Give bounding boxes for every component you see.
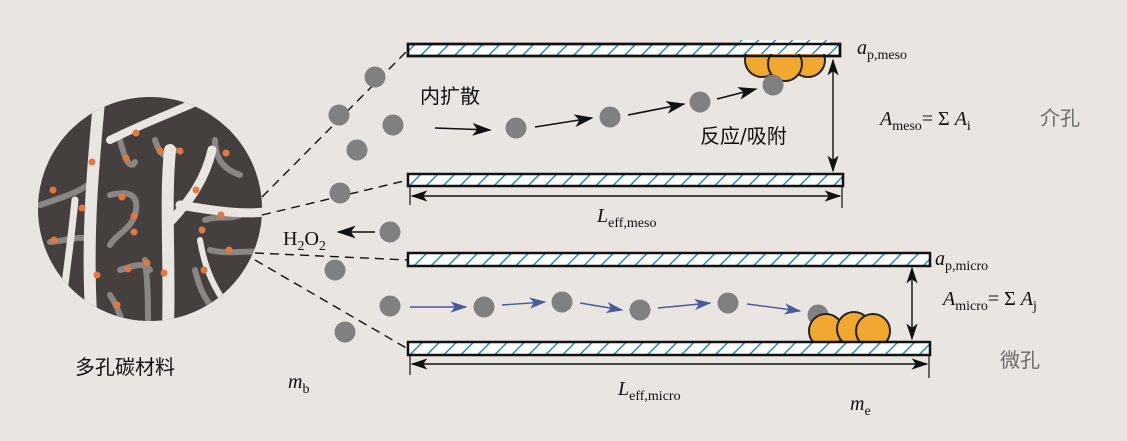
reaction-adsorption-label: 反应/吸附 bbox=[700, 124, 787, 148]
a-micro-equation: Amicro= Σ Aj bbox=[941, 288, 1037, 314]
mesopore-channel bbox=[406, 40, 845, 208]
ap-micro-label: ap,micro bbox=[935, 248, 988, 274]
leff-meso-label: Leff,meso bbox=[596, 205, 656, 231]
porous-carbon-label: 多孔碳材料 bbox=[75, 355, 175, 379]
ap-meso-label: ap,meso bbox=[857, 37, 907, 63]
a-meso-equation: Ameso= Σ Ai bbox=[878, 108, 971, 134]
micropore-label: 微孔 bbox=[1000, 348, 1040, 372]
micropore-channel bbox=[406, 251, 932, 378]
leff-micro-label: Leff,micro bbox=[617, 378, 681, 404]
internal-diffusion-label: 内扩散 bbox=[420, 84, 480, 108]
porous-carbon-particle bbox=[38, 97, 262, 321]
mesopore-label: 介孔 bbox=[1040, 106, 1080, 130]
free-particles bbox=[324, 66, 404, 343]
me-label: me bbox=[850, 393, 871, 419]
h2o2-label: H2O2 bbox=[283, 228, 326, 254]
mb-label: mb bbox=[288, 371, 309, 397]
